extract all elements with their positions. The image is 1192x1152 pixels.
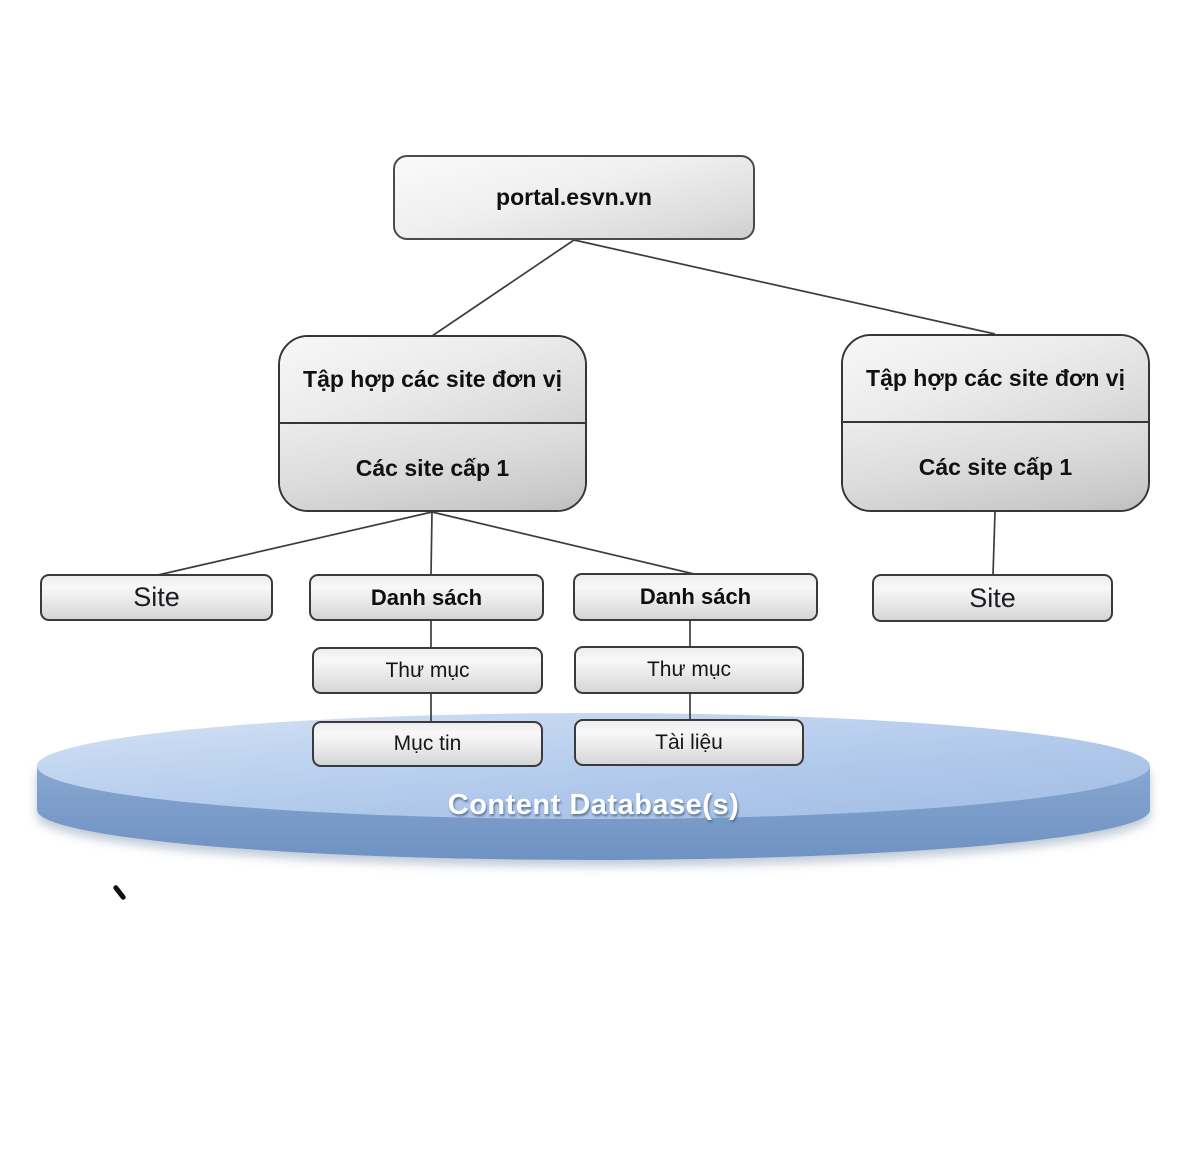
connector-line — [431, 239, 575, 337]
content-database-cylinder: Content Database(s) — [37, 713, 1150, 863]
database-label: Content Database(s) — [447, 789, 740, 821]
node-site-right: Site — [872, 574, 1113, 622]
connector-line — [573, 239, 996, 335]
collection-title-left: Tập hợp các site đơn vị — [280, 337, 585, 422]
collection-title-right: Tập hợp các site đơn vị — [843, 336, 1148, 421]
item-label: Mục tin — [393, 732, 462, 755]
site-right-label: Site — [969, 582, 1016, 613]
connector-line — [992, 511, 996, 576]
portal-label: portal.esvn.vn — [496, 184, 652, 210]
document-label: Tài liệu — [655, 730, 723, 754]
node-site-left: Site — [40, 574, 273, 621]
connector-line — [430, 511, 433, 576]
collection-subtitle-left: Các site cấp 1 — [280, 422, 585, 510]
node-list-left: Danh sách — [309, 574, 544, 621]
node-folder-right: Thư mục — [574, 646, 804, 694]
node-document: Tài liệu — [574, 719, 804, 766]
folder-left-label: Thư mục — [385, 658, 470, 682]
list-left-label: Danh sách — [370, 584, 483, 610]
folder-right-label: Thư mục — [646, 658, 732, 681]
list-right-label: Danh sách — [639, 584, 752, 609]
connector-line — [157, 511, 433, 576]
node-portal: portal.esvn.vn — [393, 155, 755, 240]
node-site-collection-right: Tập hợp các site đơn vị Các site cấp 1 — [841, 334, 1150, 512]
collection-subtitle-right: Các site cấp 1 — [843, 421, 1148, 510]
node-site-collection-left: Tập hợp các site đơn vị Các site cấp 1 — [278, 335, 587, 512]
node-item: Mục tin — [312, 721, 543, 767]
node-list-right: Danh sách — [573, 573, 818, 621]
connector-line — [431, 511, 695, 575]
site-left-label: Site — [133, 582, 180, 612]
node-folder-left: Thư mục — [312, 647, 543, 694]
